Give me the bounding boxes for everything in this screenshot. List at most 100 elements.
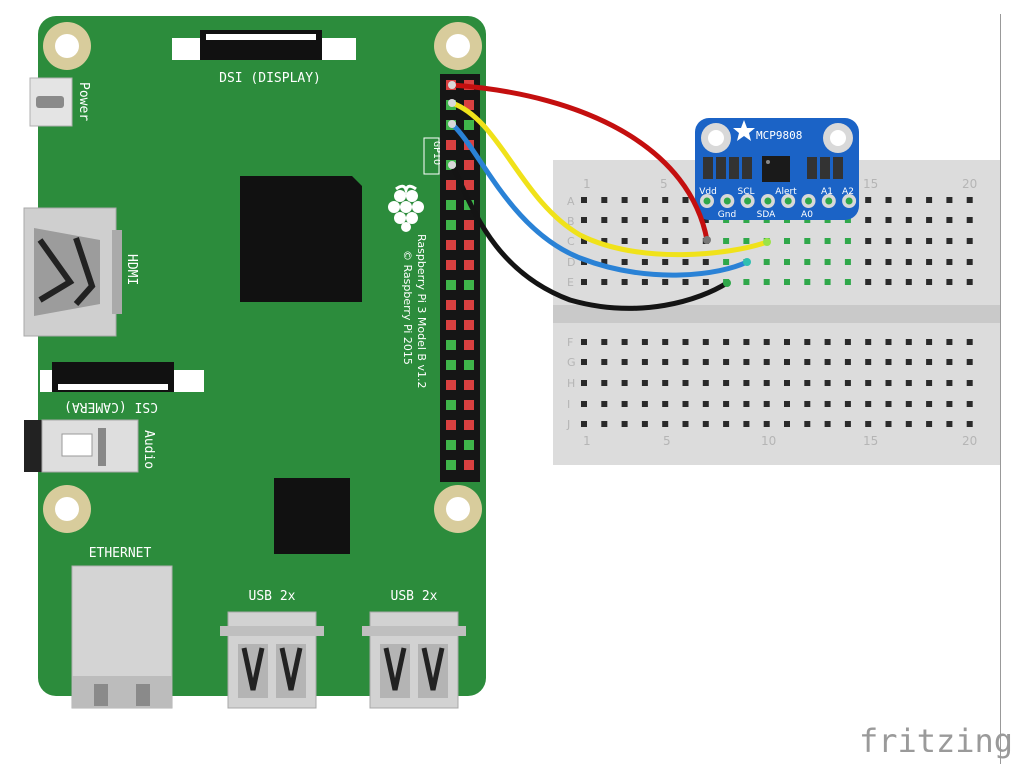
row-label-h: H (567, 377, 575, 390)
pin-label-gnd: Gnd (718, 210, 736, 220)
breadboard-hole (844, 238, 851, 244)
row-label-j: J (566, 418, 570, 431)
breakout-mount-hole-right (823, 123, 853, 153)
gpio-pin (464, 320, 474, 330)
breadboard-hole (621, 217, 628, 223)
wire-black[interactable] (449, 162, 730, 311)
wire-blue[interactable] (449, 121, 750, 278)
row-label-e: E (567, 276, 574, 289)
wire-black-end-cap (723, 279, 731, 287)
breadboard-hole (723, 421, 730, 427)
model-text: Raspberry Pi 3 Model B v1.2 (415, 234, 428, 388)
breadboard-hole (966, 339, 973, 345)
breadboard-hole (682, 259, 689, 265)
breadboard-hole (824, 359, 831, 365)
breadboard-hole (641, 380, 648, 386)
gpio-pin (464, 360, 474, 370)
breadboard-hole (966, 197, 973, 203)
breadboard-hole (885, 339, 892, 345)
breadboard-hole (946, 259, 953, 265)
wire-yellow-start-cap (448, 99, 456, 107)
usb-label-1: USB 2x (249, 589, 296, 604)
breadboard-hole (621, 380, 628, 386)
breadboard-hole (662, 339, 669, 345)
gpio-pin (446, 200, 456, 210)
breadboard-hole (946, 359, 953, 365)
wire-black-start-cap (448, 161, 456, 169)
gpio-pin (446, 340, 456, 350)
breadboard-hole (702, 359, 709, 365)
breadboard-hole (682, 359, 689, 365)
breakout-pad-hole (825, 197, 833, 205)
breadboard-hole (885, 401, 892, 407)
breadboard-hole (601, 217, 608, 223)
pin-label-a1: A1 (821, 187, 833, 197)
breadboard-hole (743, 339, 750, 345)
breadboard-hole (763, 380, 770, 386)
breakout-pad-hole (845, 197, 853, 205)
breadboard-hole (946, 421, 953, 427)
ethernet-port (71, 565, 173, 709)
breadboard-hole (885, 259, 892, 265)
breadboard-hole (784, 421, 790, 427)
breadboard-hole (804, 259, 811, 265)
breakout-chip (762, 156, 790, 182)
breadboard-hole (865, 279, 872, 285)
breadboard-hole (723, 339, 730, 345)
breadboard-hole (905, 339, 912, 345)
breadboard-hole (824, 279, 831, 285)
gpio-pin (464, 240, 474, 250)
col-label-top-20: 20 (962, 177, 977, 191)
breadboard-hole (804, 238, 811, 244)
gpio-pin (464, 160, 474, 170)
gpio-pin (446, 380, 456, 390)
breadboard-hole (966, 401, 973, 407)
adafruit-star-icon (733, 120, 755, 141)
breadboard-hole (844, 339, 851, 345)
breadboard-hole (702, 380, 709, 386)
breadboard-hole (581, 197, 587, 203)
breadboard-hole (804, 380, 811, 386)
breadboard-hole (621, 401, 628, 407)
breadboard-hole (905, 421, 912, 427)
breadboard-hole (702, 401, 709, 407)
breadboard-center-channel (553, 305, 1000, 323)
breadboard-hole (621, 238, 628, 244)
breadboard-hole (905, 259, 912, 265)
breadboard-hole (885, 380, 892, 386)
wire-red-end-cap (703, 236, 711, 244)
pin-label-a2: A2 (842, 187, 854, 197)
power-label: Power (76, 82, 91, 121)
canvas-divider (1000, 14, 1001, 764)
breadboard-hole (601, 279, 608, 285)
breadboard-hole (824, 421, 831, 427)
gpio-pin (464, 400, 474, 410)
breadboard-hole (601, 401, 608, 407)
breadboard-hole (601, 259, 608, 265)
wire-red[interactable] (449, 82, 710, 243)
breakout-pad-hole (744, 197, 752, 205)
breadboard-hole (966, 380, 973, 386)
power-port (29, 77, 73, 127)
breadboard-hole (946, 401, 953, 407)
breakout-mount-hole-left (701, 123, 731, 153)
breadboard-hole (865, 259, 872, 265)
breadboard-hole (682, 217, 689, 223)
breadboard-hole (662, 380, 669, 386)
csi-label: CSI (CAMERA) (64, 399, 158, 414)
mcp9808-breakout: MCP9808 Vdd SCL Alert A1 A2 Gnd (695, 118, 859, 220)
breadboard-hole (966, 238, 973, 244)
breadboard-hole (641, 421, 648, 427)
breadboard-hole (662, 279, 669, 285)
breadboard-hole (723, 401, 730, 407)
wire-yellow-end-cap (763, 238, 771, 246)
breadboard-hole (581, 339, 587, 345)
wire-yellow[interactable] (449, 100, 770, 258)
pin-label-sda: SDA (757, 210, 776, 220)
breadboard-hole (723, 380, 730, 386)
breakout-title: MCP9808 (756, 129, 802, 142)
breadboard-hole (926, 401, 933, 407)
breadboard-hole (905, 217, 912, 223)
